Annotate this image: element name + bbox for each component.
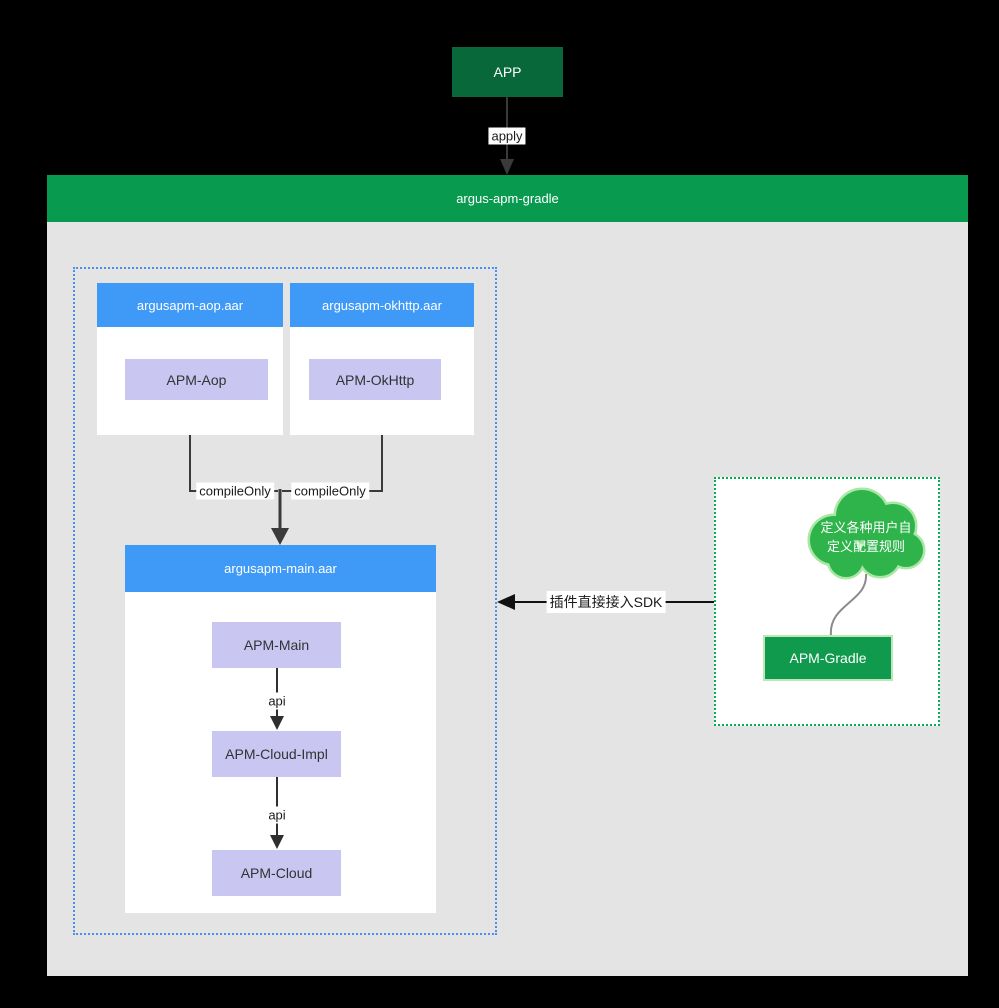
api-edge-label-2: api xyxy=(265,806,289,824)
sdk-edge-label: 插件直接接入SDK xyxy=(546,591,666,613)
gradle-plugin-group-border xyxy=(714,477,940,726)
argus-apm-gradle-banner: argus-apm-gradle xyxy=(47,175,968,222)
apm-cloud-module: APM-Cloud xyxy=(212,850,341,896)
okhttp-aar-card-header: argusapm-okhttp.aar xyxy=(290,283,474,327)
api-edge-label-1: api xyxy=(265,692,289,710)
config-cloud-note-line2: 定义配置规则 xyxy=(826,539,905,554)
compile-only-label-left: compileOnly xyxy=(196,482,274,500)
apm-aop-module: APM-Aop xyxy=(125,359,268,400)
compile-only-label-right: compileOnly xyxy=(291,482,369,500)
apm-cloud-impl-module: APM-Cloud-Impl xyxy=(212,731,341,777)
main-aar-card-header: argusapm-main.aar xyxy=(125,545,436,592)
banner-label: argus-apm-gradle xyxy=(456,191,559,206)
config-cloud-note-line1: 定义各种用户自 xyxy=(820,520,912,535)
apply-edge-label: apply xyxy=(488,127,526,145)
apm-okhttp-module: APM-OkHttp xyxy=(309,359,441,400)
config-cloud-note: 定义各种用户自 定义配置规则 xyxy=(806,518,926,556)
aop-aar-card-header: argusapm-aop.aar xyxy=(97,283,283,327)
sdk-group-border xyxy=(73,267,497,935)
app-node: APP xyxy=(452,47,563,97)
app-node-label: APP xyxy=(493,64,522,80)
apm-main-module: APM-Main xyxy=(212,622,341,668)
apm-gradle-node: APM-Gradle xyxy=(763,635,893,681)
